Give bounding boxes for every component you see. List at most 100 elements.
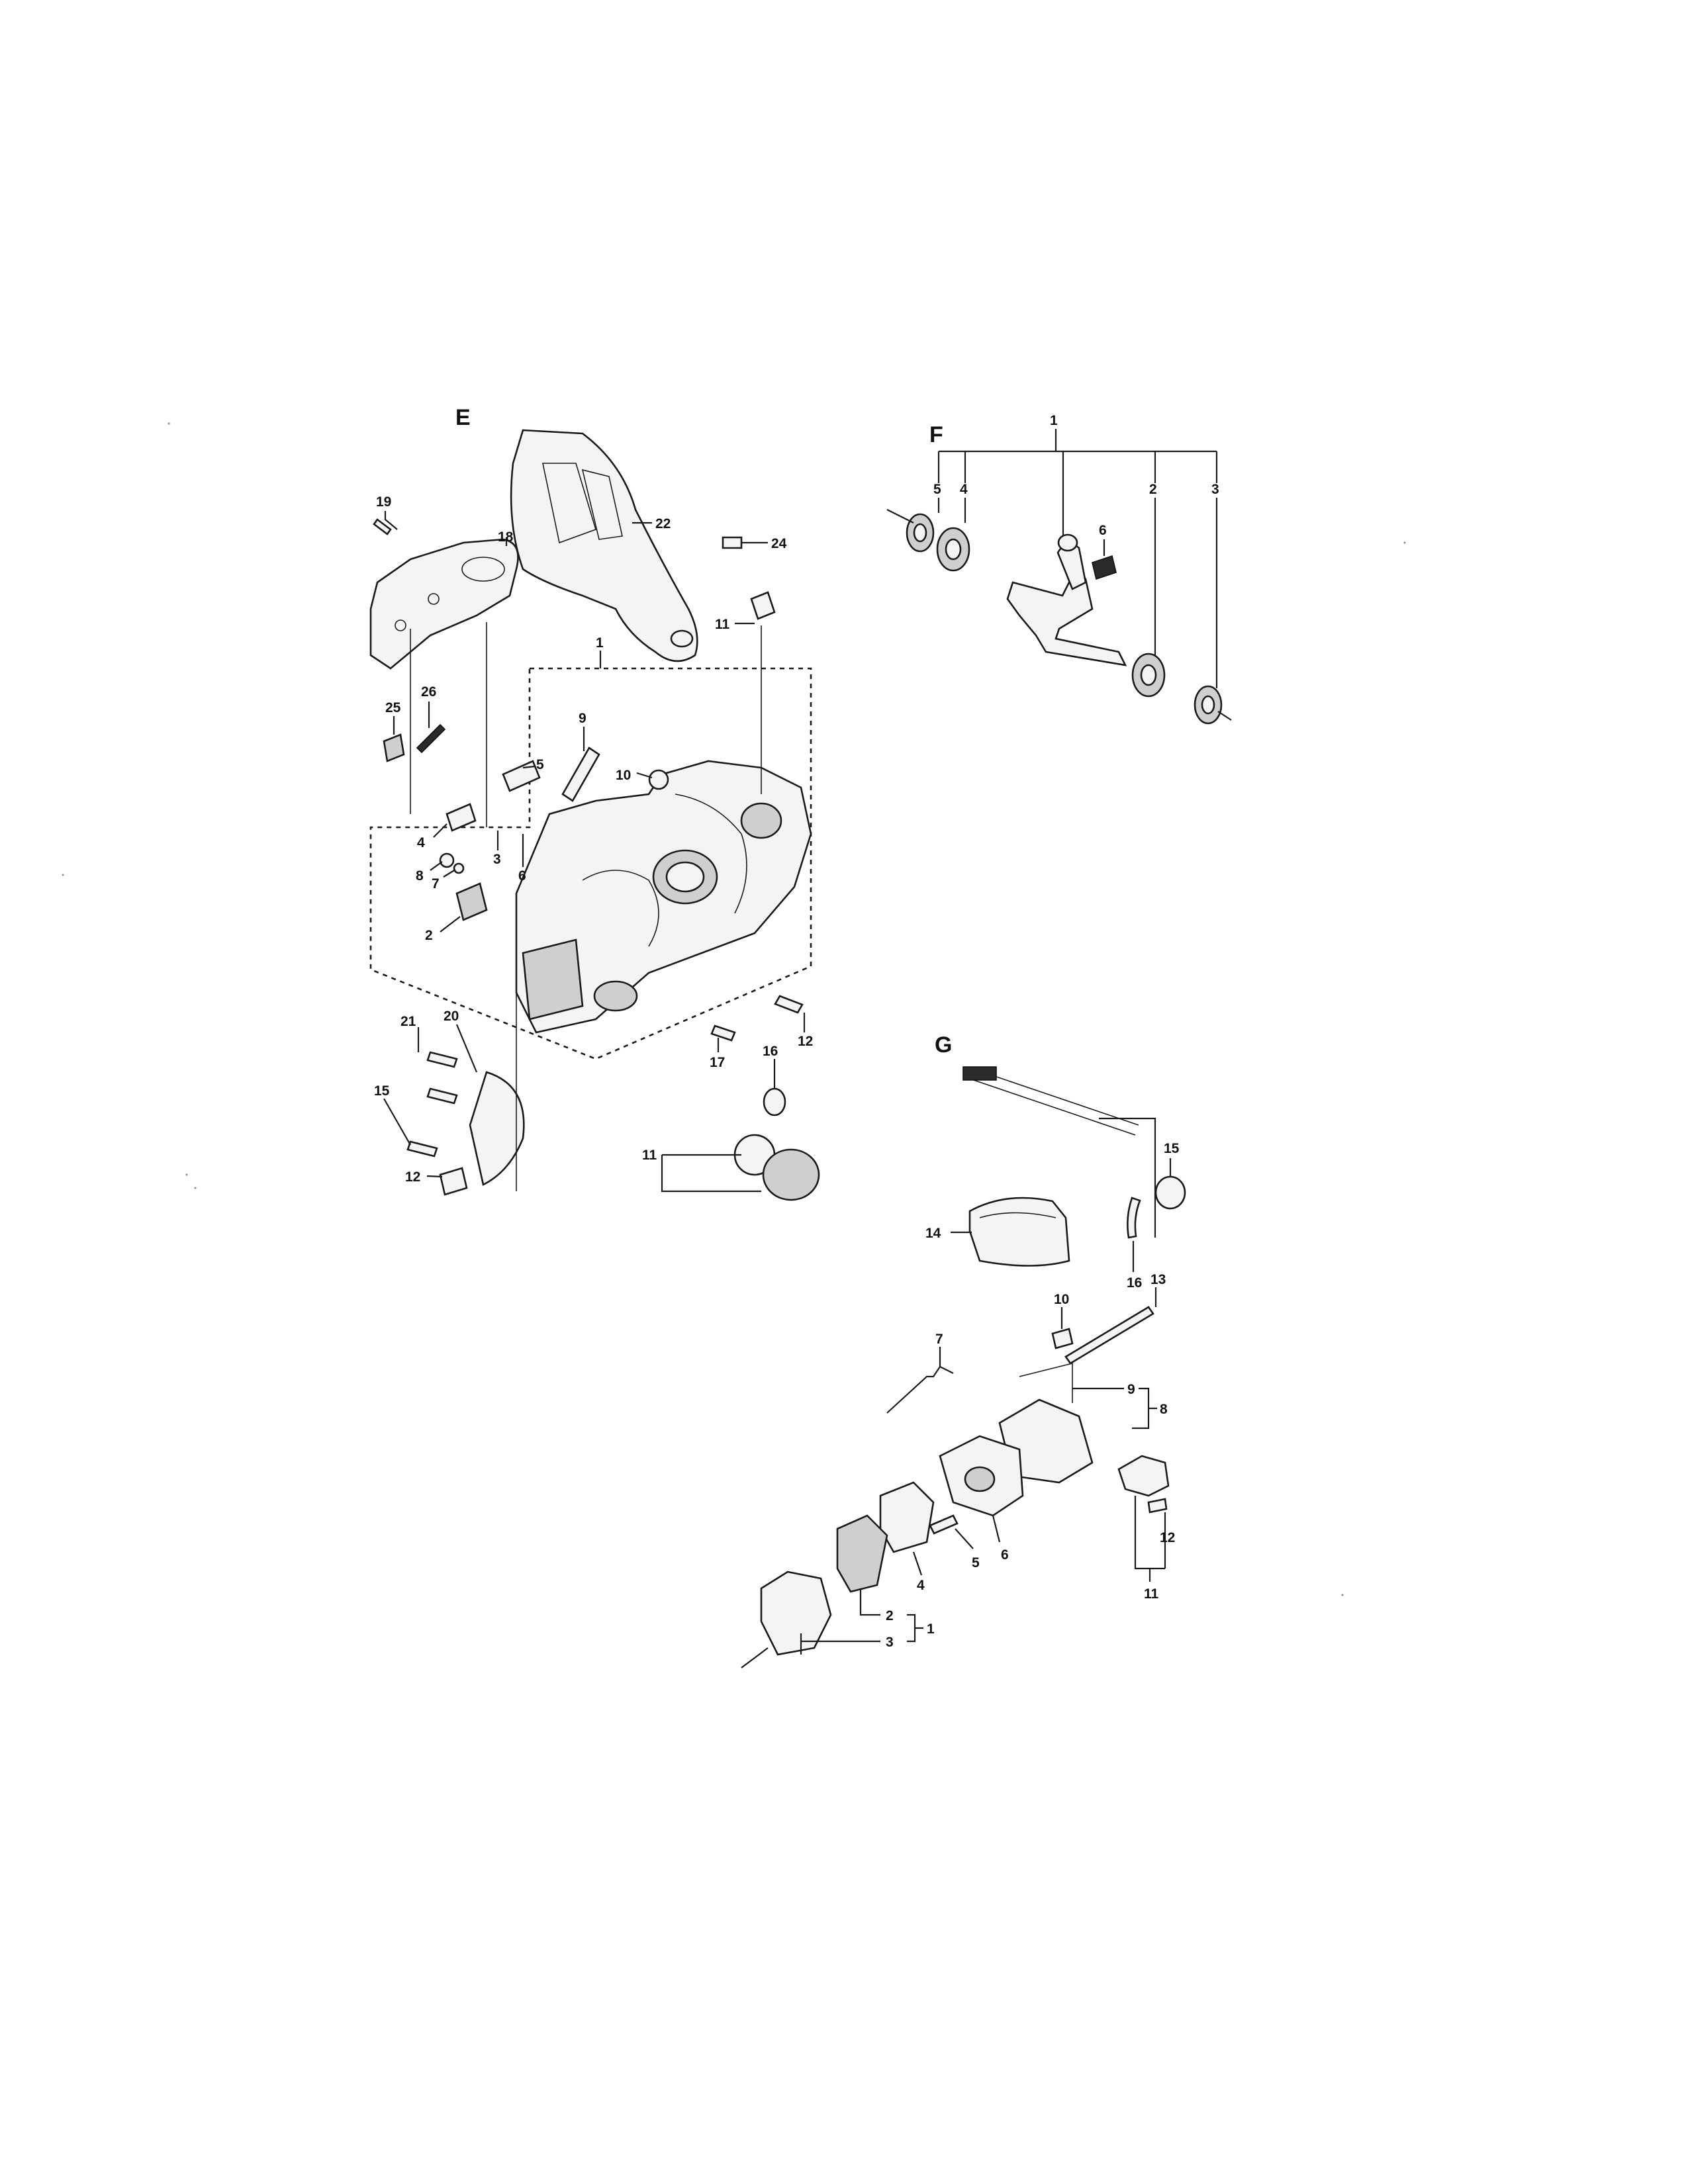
- section-f-label: F: [929, 422, 943, 447]
- throttle-rod-7: [886, 1365, 954, 1414]
- sleeve-4: [445, 803, 477, 832]
- manifold-port: [964, 1466, 996, 1492]
- leader-g-5: [955, 1528, 974, 1549]
- callout-f-5: 5: [933, 482, 941, 497]
- bearing-4-inner: [945, 538, 962, 561]
- guide-plate-21: [469, 1071, 525, 1186]
- callout-g-3: 3: [886, 1635, 894, 1650]
- callout-g-9: 9: [1127, 1382, 1135, 1397]
- crankcase-bearing-bore-inner: [665, 861, 705, 893]
- callout-g-6: 6: [1001, 1547, 1009, 1563]
- leader-e-12: [661, 1154, 761, 1193]
- leader-e-10: [636, 772, 653, 779]
- clip-11: [750, 591, 776, 620]
- screw-25: [722, 536, 743, 549]
- leader-g-3: [800, 1633, 880, 1655]
- screw-22: [426, 1051, 458, 1068]
- callout-e-11: 11: [715, 617, 730, 632]
- callout-g-11: 11: [1144, 1586, 1159, 1602]
- callout-e-21: 20: [444, 1009, 459, 1024]
- brake-handle-pivot: [670, 629, 694, 648]
- crankcase-front-panel: [522, 938, 584, 1021]
- section-f: F 1 5 4 2 3 6: [886, 413, 1232, 725]
- callout-f-3: 3: [1211, 482, 1219, 497]
- leader-g-1: [907, 1614, 923, 1643]
- primer-bulb: [1154, 1175, 1186, 1210]
- callout-e-7: 7: [432, 876, 440, 891]
- callout-e-20: 19: [376, 494, 391, 510]
- guard-plate-slot: [461, 557, 505, 582]
- leader-e-16b: [383, 1098, 411, 1146]
- seal-3-lip: [1217, 711, 1232, 721]
- screw-20: [373, 518, 392, 535]
- leader-g-11-12: [1134, 1496, 1166, 1582]
- callout-e-26: 26: [421, 684, 436, 700]
- leader-e-2: [440, 916, 461, 933]
- callout-g-1: 1: [927, 1621, 935, 1637]
- screw-16-e: [774, 995, 804, 1014]
- plug-17: [763, 1087, 786, 1116]
- needle-bearing-6: [1092, 555, 1117, 580]
- section-g: G: [741, 1032, 1186, 1668]
- screw-5: [929, 1514, 959, 1535]
- filter-base-3: [760, 1570, 832, 1656]
- callout-e-23: 22: [655, 516, 671, 531]
- callout-g-14: 14: [925, 1226, 941, 1241]
- pin-24: [383, 733, 405, 762]
- callout-e-5: 5: [536, 757, 544, 772]
- callout-e-18: 17: [710, 1055, 725, 1070]
- callout-g-13: 13: [1150, 1272, 1166, 1287]
- brake-handle-window: [542, 463, 596, 544]
- bracket-2: [455, 882, 488, 921]
- crankcase-rib-2: [582, 870, 659, 947]
- scan-speck: [185, 1173, 188, 1176]
- callout-g-10: 10: [1054, 1292, 1069, 1307]
- leader-g-9-8: [1072, 1387, 1157, 1430]
- filter-housing-14: [968, 1197, 1070, 1267]
- leader-e-21: [455, 1024, 478, 1073]
- seal-5-inner: [913, 523, 927, 543]
- leader-e-4: [433, 823, 447, 838]
- callout-g-7: 7: [935, 1332, 943, 1347]
- screw-10: [648, 769, 669, 790]
- callout-e-9: 9: [579, 711, 586, 726]
- screw-16-e3: [406, 1140, 438, 1158]
- brake-handle-window-2: [581, 469, 623, 540]
- callout-e-24: 25: [385, 700, 401, 715]
- callout-g-2: 2: [886, 1608, 894, 1623]
- filter-element-2: [836, 1514, 888, 1593]
- bracket-f-1: [937, 429, 1218, 549]
- callout-e-17: 16: [763, 1044, 778, 1059]
- scan-speck: [1341, 1594, 1344, 1596]
- section-g-label: G: [935, 1032, 952, 1058]
- callout-e-8: 8: [416, 868, 424, 884]
- guard-plate-hole: [395, 619, 406, 631]
- clip-10: [1051, 1328, 1074, 1349]
- seal-3-inner: [1201, 695, 1215, 715]
- scan-speck: [1403, 541, 1406, 544]
- side-guard-plate: [369, 538, 519, 670]
- bracket-g-top: [1099, 1117, 1156, 1238]
- crankcase-cylinder-seat: [740, 802, 782, 839]
- leader-e-15: [426, 1175, 443, 1178]
- callout-g-12: 12: [1160, 1530, 1175, 1545]
- screw-12: [1147, 1498, 1168, 1514]
- crankshaft: [1006, 578, 1127, 666]
- callout-e-15: 12: [405, 1169, 420, 1185]
- leader-g-2: [859, 1588, 880, 1616]
- choke-control-11: [1117, 1455, 1170, 1497]
- chain-brake-handle: [510, 429, 698, 662]
- leader-e-20: [384, 511, 398, 530]
- bolt-9: [561, 747, 600, 802]
- callout-g-4: 4: [917, 1578, 925, 1593]
- screw-16-e2: [426, 1087, 458, 1105]
- washer-8: [439, 852, 455, 868]
- scan-speck: [194, 1187, 197, 1189]
- screw-13: [1064, 1306, 1154, 1365]
- nut-7: [453, 862, 465, 874]
- crankcase-oil-opening: [593, 980, 638, 1012]
- callout-f-2: 2: [1149, 482, 1157, 497]
- callout-e-16a: 12: [798, 1034, 813, 1049]
- crankcase-rib: [675, 794, 747, 914]
